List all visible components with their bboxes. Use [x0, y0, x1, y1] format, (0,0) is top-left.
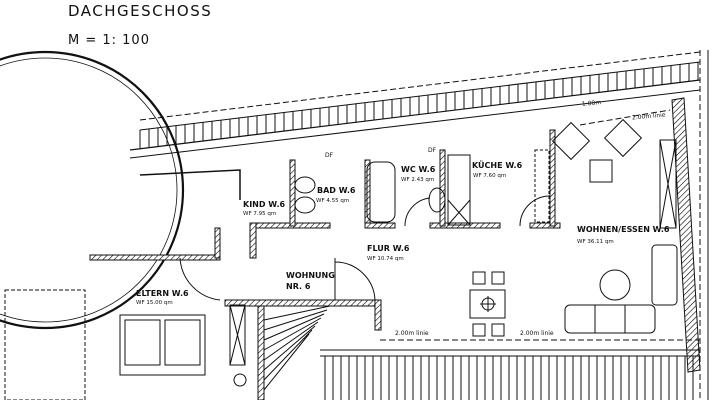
room-area-wc: WF 2.43 qm: [401, 177, 435, 183]
room-label-eltern: ELTERN W.6: [136, 289, 189, 298]
room-label-kueche: KÜCHE W.6: [472, 161, 523, 170]
room-area-kind: WF 7.95 qm: [243, 211, 277, 217]
roof-rafters: [139, 62, 699, 149]
stair-step: [263, 317, 322, 351]
roof-window-label: DF: [325, 152, 334, 159]
stair-step: [263, 313, 325, 341]
stair-step: [263, 309, 328, 331]
exterior-wall-right: [671, 97, 701, 373]
apartment-label: WOHNUNG: [286, 271, 335, 280]
stair-step: [263, 333, 310, 391]
room-label-wc: WC W.6: [401, 165, 436, 174]
room-area-flur: WF 10.74 qm: [367, 256, 404, 262]
plan-title: DACHGESCHOSS: [68, 2, 213, 20]
room-label-wohnen: WOHNEN/ESSEN W.6: [577, 225, 670, 234]
room-area-bad: WF 4.55 qm: [316, 198, 350, 204]
dim-line-bottom-left: 2.00m linie: [395, 330, 429, 337]
room-area-kueche: WF 7.60 qm: [473, 173, 507, 179]
room-label-bad: BAD W.6: [317, 186, 356, 195]
room-label-kind: KIND W.6: [243, 200, 286, 209]
stair-step: [263, 329, 313, 381]
room-label-flur: FLUR W.6: [367, 244, 410, 253]
room-area-wohnen: WF 36.11 qm: [577, 239, 614, 245]
room-area-eltern: WF 15.00 qm: [136, 300, 173, 306]
round-tower: [0, 50, 185, 330]
stair-step: [263, 325, 316, 371]
plan-scale: M = 1: 100: [68, 33, 150, 48]
roof-window-label: DF: [428, 147, 437, 154]
dim-line-bottom-right: 2.00m linie: [520, 330, 554, 337]
balcony-railing: [324, 356, 694, 400]
stair-step: [263, 305, 331, 321]
staircase: [263, 305, 331, 391]
apartment-number: NR. 6: [286, 282, 311, 291]
stair-step: [263, 321, 319, 361]
